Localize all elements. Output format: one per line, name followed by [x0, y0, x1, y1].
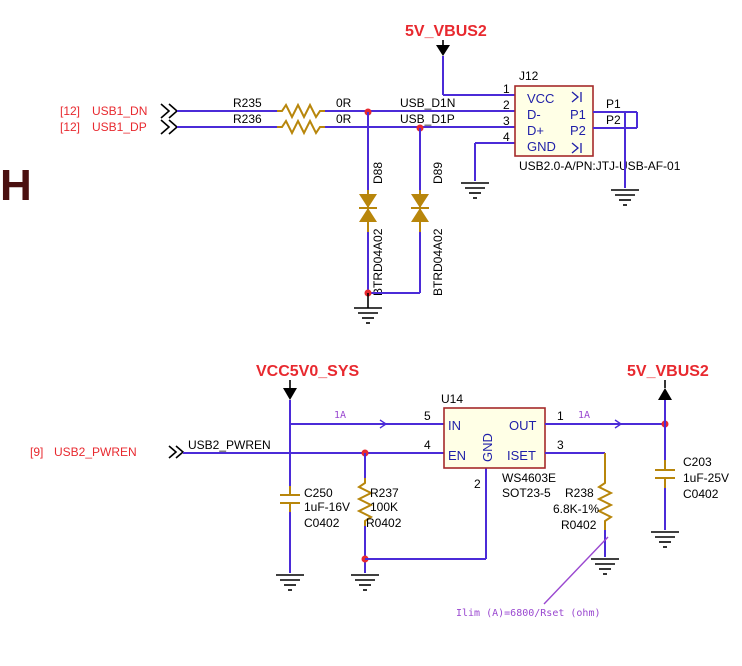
- power-arrow-icon: [436, 45, 450, 56]
- svg-text:VCC5V0_SYS: VCC5V0_SYS: [256, 363, 359, 380]
- power-arrow-icon: [658, 388, 672, 400]
- flow-arrow-icon: [614, 419, 623, 429]
- ground-icon: [591, 558, 619, 575]
- svg-text:1uF-25V: 1uF-25V: [683, 471, 729, 485]
- port-double-arrow-icon: [160, 119, 179, 135]
- svg-text:R238: R238: [565, 486, 594, 500]
- svg-text:3: 3: [503, 114, 510, 128]
- svg-text:P1: P1: [570, 107, 586, 122]
- svg-text:D88: D88: [371, 162, 385, 184]
- shield-net-p1: P1: [606, 97, 621, 111]
- svg-text:OUT: OUT: [509, 418, 537, 433]
- svg-text:5V_VBUS2: 5V_VBUS2: [627, 363, 709, 380]
- ground-icon: [351, 574, 379, 591]
- svg-text:J12: J12: [519, 69, 539, 83]
- svg-text:1: 1: [503, 82, 510, 96]
- vbus-power-symbol-bottom: 5V_VBUS2: [627, 363, 709, 424]
- power-arrow-icon: [283, 388, 297, 400]
- svg-text:GND: GND: [480, 433, 495, 462]
- svg-text:[9]: [9]: [30, 445, 43, 459]
- svg-text:C0402: C0402: [304, 516, 340, 530]
- svg-text:D89: D89: [431, 162, 445, 184]
- capacitor-c203: C203 1uF-25V C0402: [655, 424, 729, 530]
- svg-text:SOT23-5: SOT23-5: [502, 486, 551, 500]
- resistor-r237: R237 100K R0402: [356, 453, 402, 573]
- svg-text:D-: D-: [527, 107, 541, 122]
- svg-text:1uF-16V: 1uF-16V: [304, 500, 350, 514]
- tvs-diode-d89: D89 BTRD04A02: [411, 128, 445, 296]
- svg-text:U14: U14: [441, 392, 463, 406]
- svg-text:C250: C250: [304, 486, 333, 500]
- net-label-usb-d1p: USB_D1P: [400, 112, 455, 126]
- svg-text:R0402: R0402: [561, 518, 597, 532]
- svg-text:R0402: R0402: [366, 516, 402, 530]
- svg-text:100K: 100K: [370, 500, 398, 514]
- svg-text:2: 2: [474, 477, 481, 491]
- svg-text:0R: 0R: [336, 112, 352, 126]
- net-label-usb2-pwren: USB2_PWREN: [188, 438, 271, 452]
- section-letter: H: [0, 161, 32, 210]
- svg-text:BTRD04A02: BTRD04A02: [431, 228, 445, 296]
- svg-text:4: 4: [503, 130, 510, 144]
- svg-text:[12]: [12]: [60, 120, 80, 134]
- ground-icon: [276, 574, 304, 591]
- svg-text:IN: IN: [448, 418, 461, 433]
- svg-text:C203: C203: [683, 455, 712, 469]
- vbus-label-top: 5V_VBUS2: [405, 23, 487, 40]
- svg-text:2: 2: [503, 98, 510, 112]
- ground-icon: [461, 182, 489, 199]
- svg-text:P2: P2: [570, 123, 586, 138]
- svg-text:WS4603E: WS4603E: [502, 471, 556, 485]
- vcc5v0-sys-power-symbol: VCC5V0_SYS: [256, 363, 359, 424]
- port-double-arrow-icon: [168, 445, 185, 459]
- ground-icon: [354, 293, 382, 324]
- resistor-r236: R236 0R: [233, 112, 352, 136]
- flow-arrow-icon: [379, 419, 388, 429]
- svg-text:R236: R236: [233, 112, 262, 126]
- svg-text:BTRD04A02: BTRD04A02: [371, 228, 385, 296]
- svg-text:1: 1: [557, 409, 564, 423]
- svg-text:EN: EN: [448, 448, 466, 463]
- svg-text:USB2_PWREN: USB2_PWREN: [54, 445, 137, 459]
- usb-connector-j12: J12 1 2 3 4 VCC D- D+ GND P1 P2 USB2.0-A…: [503, 69, 681, 173]
- port-usb1-dp: [12] USB1_DP: [60, 119, 179, 135]
- resistor-r238: R238 6.8K-1% R0402: [553, 453, 614, 557]
- svg-text:5: 5: [424, 409, 431, 423]
- port-usb2-pwren: [9] USB2_PWREN: [30, 445, 185, 459]
- svg-text:USB2.0-A/PN:JTJ-USB-AF-01: USB2.0-A/PN:JTJ-USB-AF-01: [519, 159, 681, 173]
- svg-text:4: 4: [424, 438, 431, 452]
- current-label-out: 1A: [578, 410, 590, 421]
- net-label-usb-d1n: USB_D1N: [400, 96, 455, 110]
- capacitor-c250: C250 1uF-16V C0402: [280, 424, 350, 573]
- svg-text:3: 3: [557, 438, 564, 452]
- ground-icon: [611, 189, 639, 206]
- svg-text:C0402: C0402: [683, 487, 719, 501]
- shield-net-p2: P2: [606, 113, 621, 127]
- svg-text:ISET: ISET: [507, 448, 536, 463]
- vbus-power-symbol-top: 5V_VBUS2: [405, 23, 515, 96]
- svg-text:6.8K-1%: 6.8K-1%: [553, 502, 599, 516]
- resistor-r235: R235 0R: [233, 96, 352, 120]
- ic-u14-ws4603e: U14 5 4 1 3 2 IN EN OUT ISET GND WS4603E…: [424, 392, 564, 500]
- svg-text:[12]: [12]: [60, 104, 80, 118]
- ground-icon: [651, 531, 679, 548]
- svg-text:USB1_DP: USB1_DP: [92, 120, 147, 134]
- port-double-arrow-icon: [160, 103, 179, 119]
- svg-text:GND: GND: [527, 139, 556, 154]
- svg-text:R237: R237: [370, 486, 399, 500]
- svg-text:VCC: VCC: [527, 91, 554, 106]
- svg-text:R235: R235: [233, 96, 262, 110]
- note-leader-line: [543, 536, 609, 605]
- svg-text:D+: D+: [527, 123, 544, 138]
- current-label-in: 1A: [334, 410, 346, 421]
- ilim-note: Ilim (A)=6800/Rset (ohm): [456, 608, 601, 619]
- tvs-diode-d88: D88 BTRD04A02: [359, 112, 385, 296]
- svg-text:USB1_DN: USB1_DN: [92, 104, 147, 118]
- port-usb1-dn: [12] USB1_DN: [60, 103, 179, 119]
- svg-text:0R: 0R: [336, 96, 352, 110]
